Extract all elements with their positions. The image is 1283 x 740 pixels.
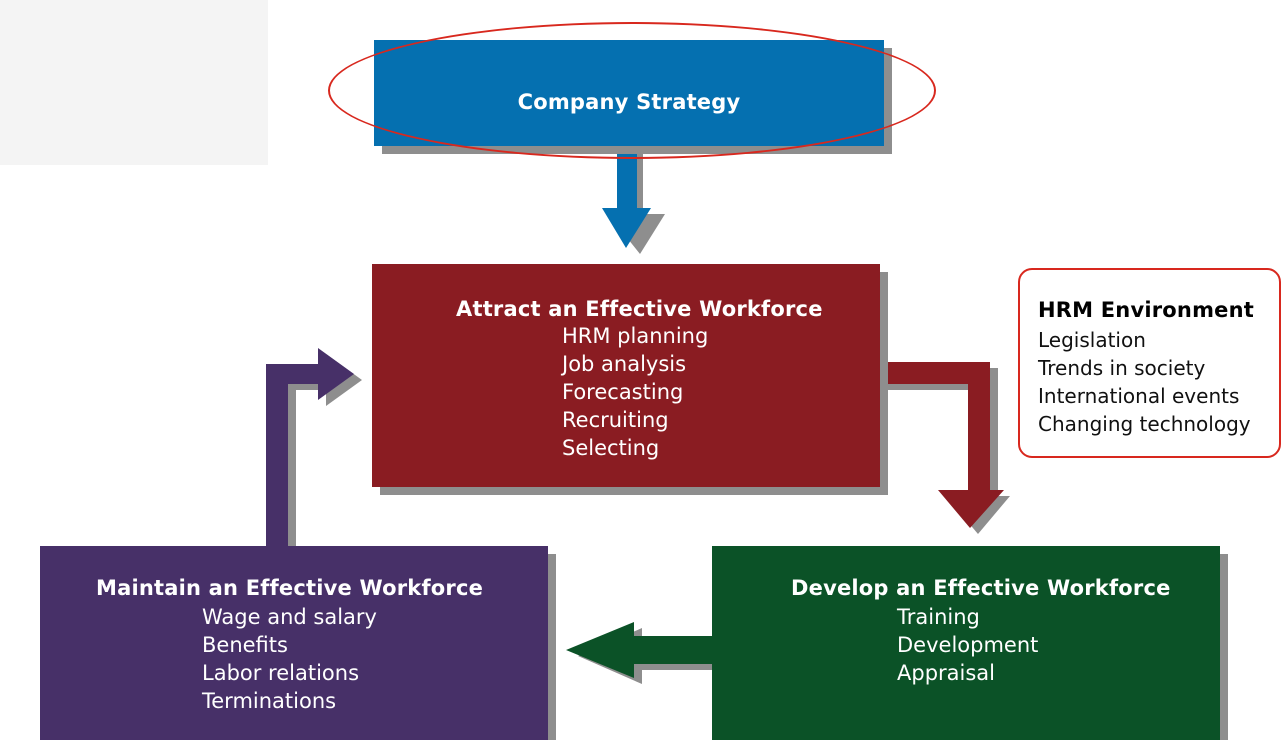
- list-item: Development: [897, 633, 1039, 657]
- list-item: Training: [897, 605, 980, 629]
- list-item: Trends in society: [1038, 356, 1206, 380]
- hrm-environment-list: Legislation Trends in society Internatio…: [1038, 326, 1251, 438]
- develop-workforce-list: Training Development Appraisal: [897, 603, 1038, 687]
- develop-to-maintain-arrow: [566, 622, 712, 678]
- maintain-workforce-list: Wage and salary Benefits Labor relations…: [202, 603, 377, 715]
- attract-workforce-title: Attract an Effective Workforce: [456, 297, 823, 321]
- list-item: HRM planning: [562, 324, 709, 348]
- develop-workforce-title: Develop an Effective Workforce: [791, 576, 1171, 600]
- strategy-to-attract-arrow: [602, 144, 651, 248]
- maintain-to-attract-arrow-shadow: [274, 354, 362, 554]
- attract-workforce-list: HRM planning Job analysis Forecasting Re…: [562, 322, 708, 462]
- list-item: Job analysis: [562, 352, 687, 376]
- list-item: Benefits: [202, 633, 288, 657]
- attract-to-develop-arrow-shadow: [888, 368, 1010, 534]
- list-item: Selecting: [562, 436, 660, 460]
- list-item: Appraisal: [897, 661, 996, 685]
- list-item: Recruiting: [562, 408, 669, 432]
- list-item: Legislation: [1038, 328, 1146, 352]
- list-item: Changing technology: [1038, 412, 1251, 436]
- list-item: Forecasting: [562, 380, 684, 404]
- list-item: International events: [1038, 384, 1240, 408]
- background-patch: [0, 0, 268, 165]
- attract-workforce-box: Attract an Effective Workforce HRM plann…: [372, 264, 880, 487]
- maintain-to-attract-arrow: [266, 348, 354, 546]
- develop-workforce-box: Develop an Effective Workforce Training …: [712, 546, 1220, 740]
- attract-to-develop-arrow: [880, 362, 1004, 528]
- list-item: Wage and salary: [202, 605, 377, 629]
- maintain-workforce-title: Maintain an Effective Workforce: [96, 576, 484, 600]
- strategy-highlight-ellipse: [328, 22, 936, 159]
- hrm-environment-title: HRM Environment: [1038, 298, 1254, 322]
- maintain-workforce-box: Maintain an Effective Workforce Wage and…: [40, 546, 548, 740]
- list-item: Labor relations: [202, 661, 360, 685]
- list-item: Terminations: [202, 689, 337, 713]
- hrm-environment-box: HRM Environment Legislation Trends in so…: [1018, 268, 1281, 458]
